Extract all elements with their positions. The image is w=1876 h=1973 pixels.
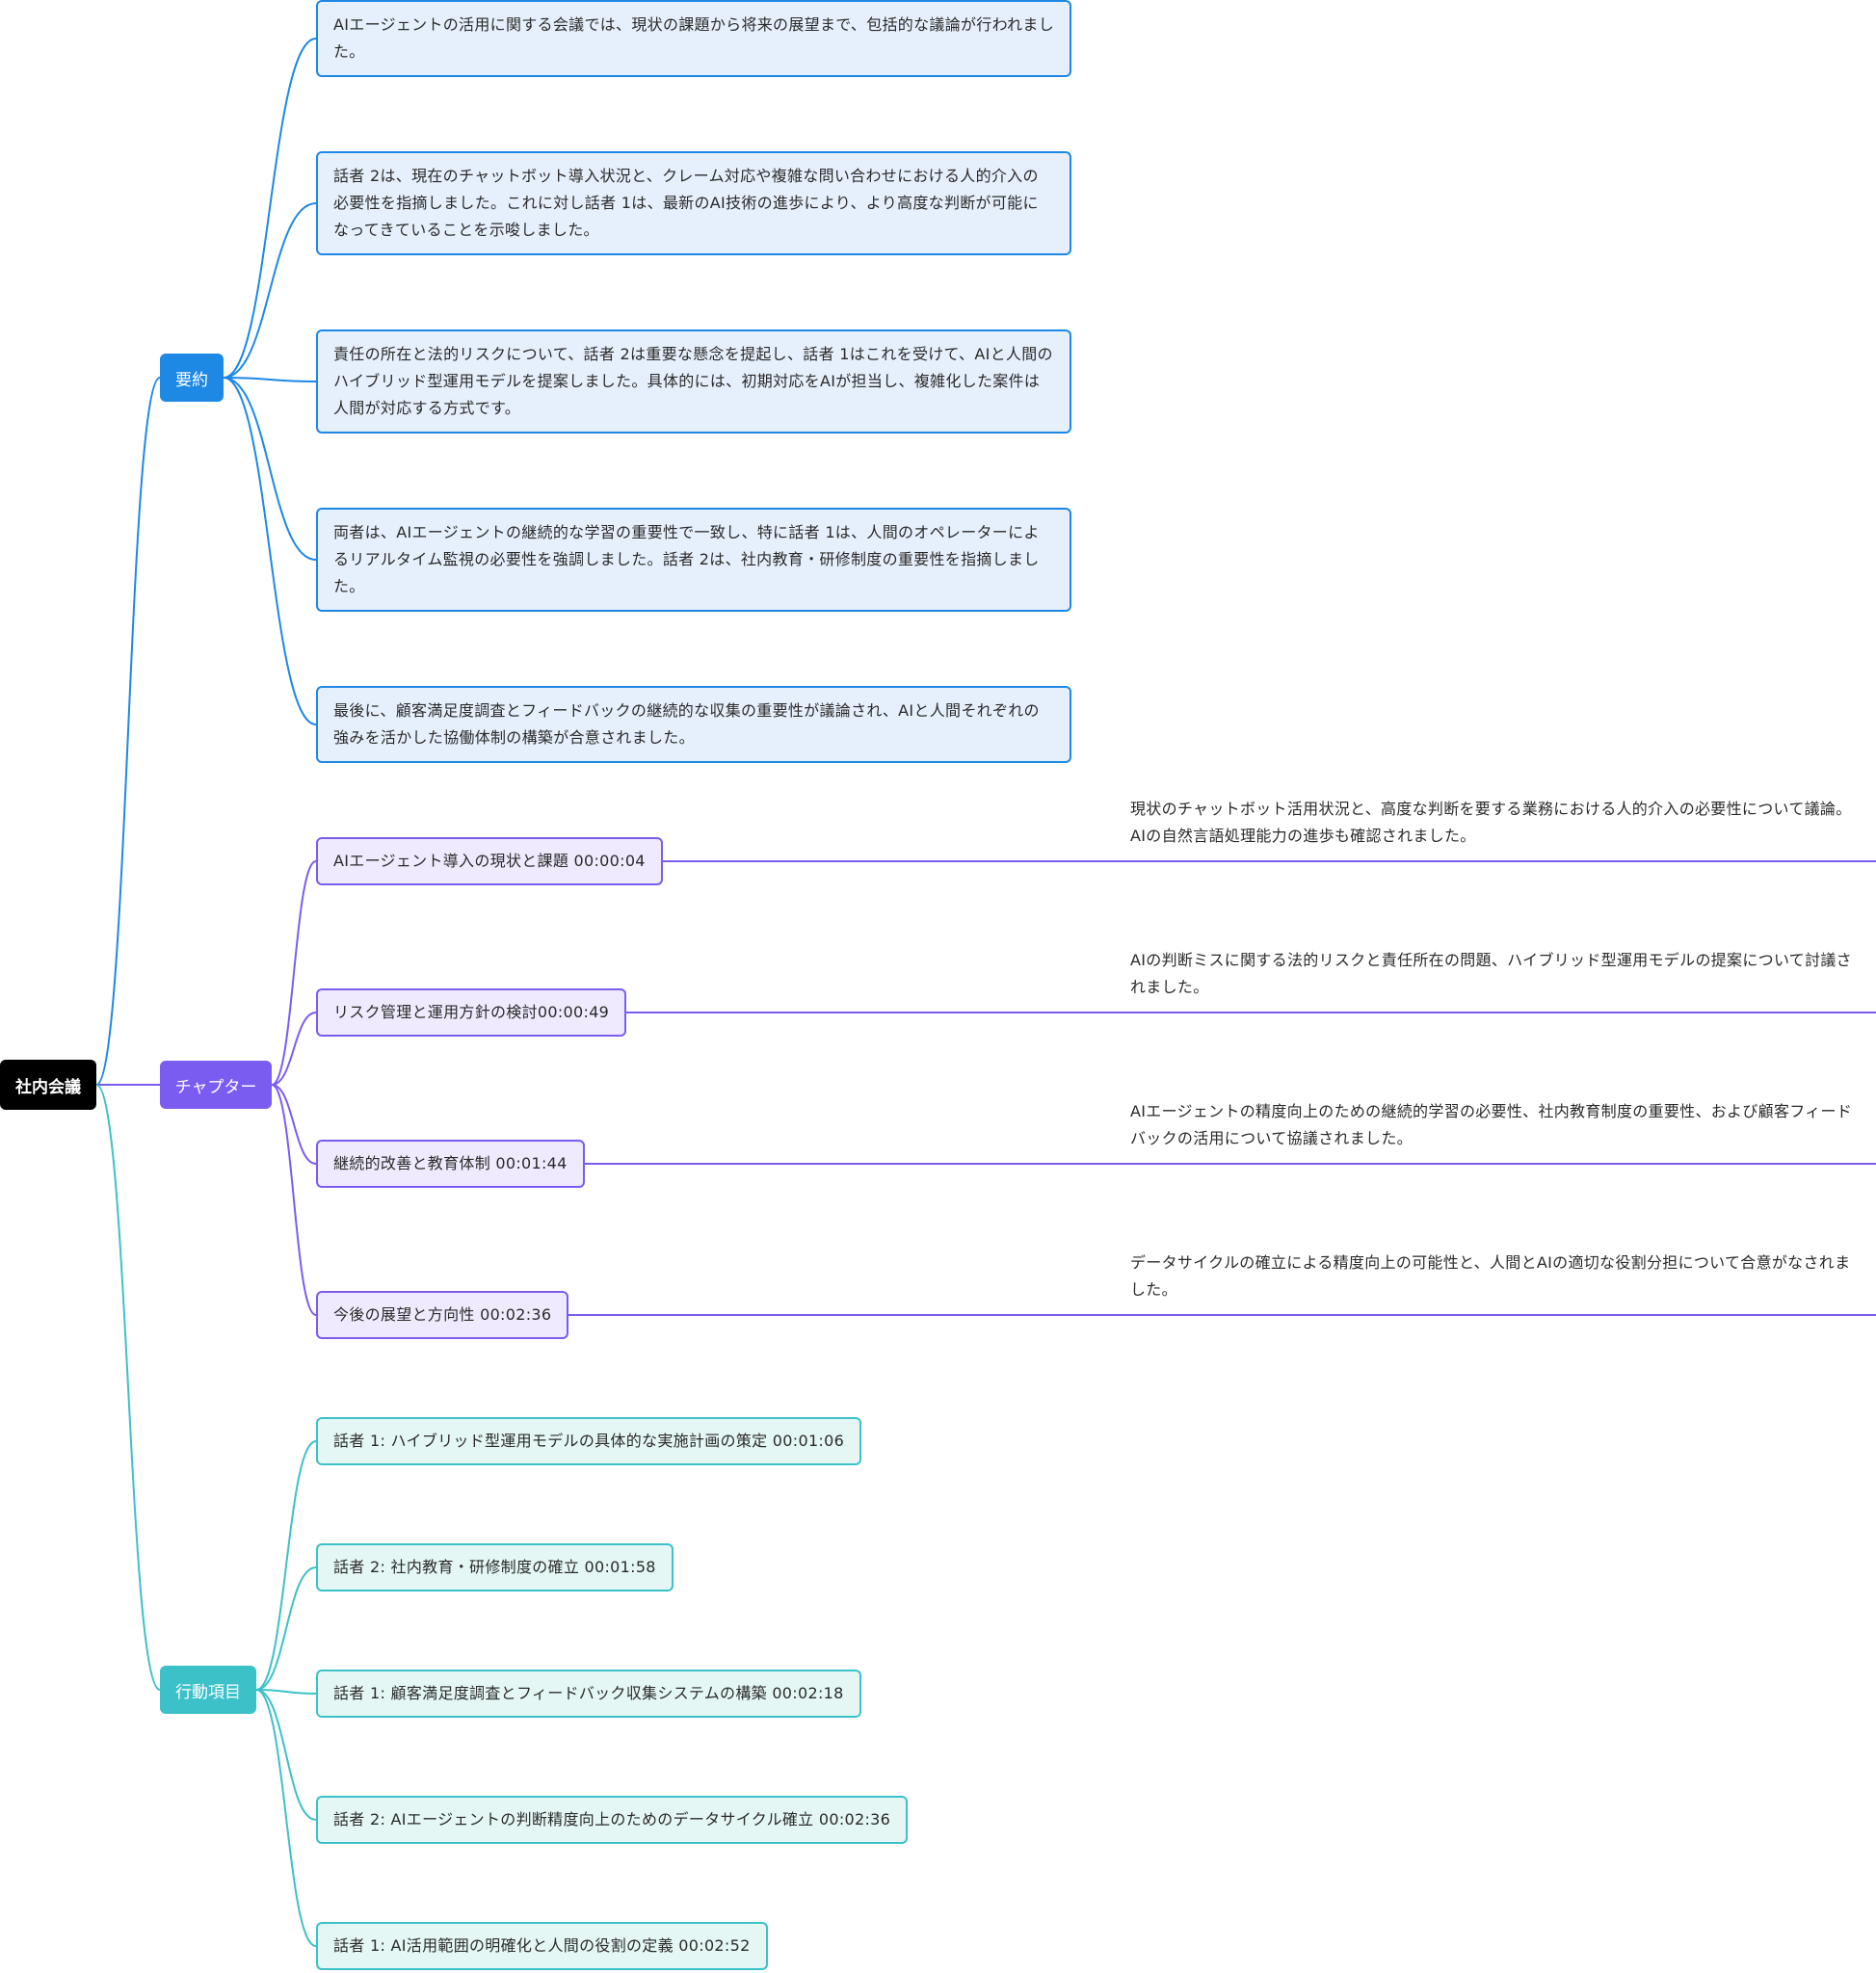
action-text: 話者 1: AI活用範囲の明確化と人間の役割の定義 00:02:52 — [333, 1936, 751, 1955]
action-item[interactable]: 話者 1: 顧客満足度調査とフィードバック収集システムの構築 00:02:18 — [316, 1670, 861, 1718]
branch-to-item-link — [255, 1689, 317, 1947]
branch-summary-label: 要約 — [175, 370, 208, 390]
action-item[interactable]: 話者 1: ハイブリッド型運用モデルの具体的な実施計画の策定 00:01:06 — [316, 1417, 862, 1465]
branch-to-item-link — [255, 1689, 317, 1695]
summary-text: 責任の所在と法的リスクについて、話者 2は重要な懸念を提起し、話者 1はこれを受… — [333, 345, 1053, 417]
branch-chapters-label: チャプター — [174, 1077, 257, 1097]
action-item[interactable]: 話者 2: AIエージェントの判断精度向上のためのデータサイクル確立 00:02… — [316, 1796, 909, 1844]
chapter-title: 継続的改善と教育体制 00:01:44 — [333, 1154, 568, 1172]
root-node[interactable]: 社内会議 — [0, 1060, 96, 1110]
root-to-branch-link — [95, 377, 161, 1086]
action-item[interactable]: 話者 1: AI活用範囲の明確化と人間の役割の定義 00:02:52 — [316, 1922, 768, 1970]
branch-action-items[interactable]: 行動項目 — [160, 1666, 256, 1714]
branch-chapters[interactable]: チャプター — [160, 1061, 272, 1109]
branch-action-items-label: 行動項目 — [175, 1682, 241, 1702]
branch-to-item-link — [223, 377, 317, 725]
chapter-item[interactable]: 今後の展望と方向性 00:02:36 — [316, 1291, 569, 1339]
chapter-item[interactable]: AIエージェント導入の現状と課題 00:00:04 — [316, 837, 663, 885]
chapter-description: 現状のチャットボット活用状況と、高度な判断を要する業務における人的介入の必要性に… — [1130, 800, 1852, 845]
action-text: 話者 2: AIエージェントの判断精度向上のためのデータサイクル確立 00:02… — [333, 1810, 891, 1828]
summary-text: 最後に、顧客満足度調査とフィードバックの継続的な収集の重要性が議論され、AIと人… — [333, 701, 1040, 747]
branch-to-item-link — [223, 202, 317, 379]
chapter-title: リスク管理と運用方針の検討00:00:49 — [333, 1003, 610, 1021]
chapter-description: データサイクルの確立による精度向上の可能性と、人間とAIの適切な役割分担について… — [1130, 1253, 1851, 1299]
branch-to-item-link — [223, 377, 317, 382]
chapter-title: 今後の展望と方向性 00:02:36 — [333, 1305, 552, 1324]
branch-summary[interactable]: 要約 — [160, 354, 224, 402]
summary-text: 話者 2は、現在のチャットボット導入状況と、クレーム対応や複雑な問い合わせにおけ… — [333, 167, 1039, 239]
summary-text: AIエージェントの活用に関する会議では、現状の課題から将来の展望まで、包括的な議… — [333, 15, 1055, 61]
chapter-item[interactable]: 継続的改善と教育体制 00:01:44 — [316, 1140, 585, 1188]
chapter-item[interactable]: リスク管理と運用方針の検討00:00:49 — [316, 988, 627, 1037]
action-text: 話者 1: ハイブリッド型運用モデルの具体的な実施計画の策定 00:01:06 — [333, 1432, 845, 1450]
summary-item[interactable]: AIエージェントの活用に関する会議では、現状の課題から将来の展望まで、包括的な議… — [316, 0, 1071, 77]
branch-to-item-link — [223, 38, 317, 379]
branch-to-item-link — [271, 1084, 317, 1165]
branch-to-item-link — [271, 1084, 317, 1316]
action-item[interactable]: 話者 2: 社内教育・研修制度の確立 00:01:58 — [316, 1543, 674, 1592]
chapter-title: AIエージェント導入の現状と課題 00:00:04 — [333, 852, 646, 870]
root-label: 社内会議 — [15, 1077, 81, 1097]
summary-item[interactable]: 最後に、顧客満足度調査とフィードバックの継続的な収集の重要性が議論され、AIと人… — [316, 686, 1071, 763]
branch-to-item-link — [255, 1566, 317, 1691]
summary-item[interactable]: 両者は、AIエージェントの継続的な学習の重要性で一致し、特に話者 1は、人間のオ… — [316, 508, 1071, 612]
root-to-branch-link — [95, 1084, 161, 1691]
action-text: 話者 1: 顧客満足度調査とフィードバック収集システムの構築 00:02:18 — [333, 1684, 844, 1702]
branch-to-item-link — [255, 1689, 317, 1821]
chapter-description: AIエージェントの精度向上のための継続的学習の必要性、社内教育制度の重要性、およ… — [1130, 1102, 1853, 1147]
summary-text: 両者は、AIエージェントの継続的な学習の重要性で一致し、特に話者 1は、人間のオ… — [333, 523, 1040, 595]
branch-to-item-link — [255, 1440, 317, 1691]
chapter-description: AIの判断ミスに関する法的リスクと責任所在の問題、ハイブリッド型運用モデルの提案… — [1130, 951, 1852, 996]
summary-item[interactable]: 話者 2は、現在のチャットボット導入状況と、クレーム対応や複雑な問い合わせにおけ… — [316, 151, 1071, 255]
action-text: 話者 2: 社内教育・研修制度の確立 00:01:58 — [333, 1558, 656, 1576]
branch-to-item-link — [271, 860, 317, 1086]
summary-item[interactable]: 責任の所在と法的リスクについて、話者 2は重要な懸念を提起し、話者 1はこれを受… — [316, 329, 1071, 434]
branch-to-item-link — [223, 377, 317, 561]
branch-to-item-link — [271, 1012, 317, 1086]
